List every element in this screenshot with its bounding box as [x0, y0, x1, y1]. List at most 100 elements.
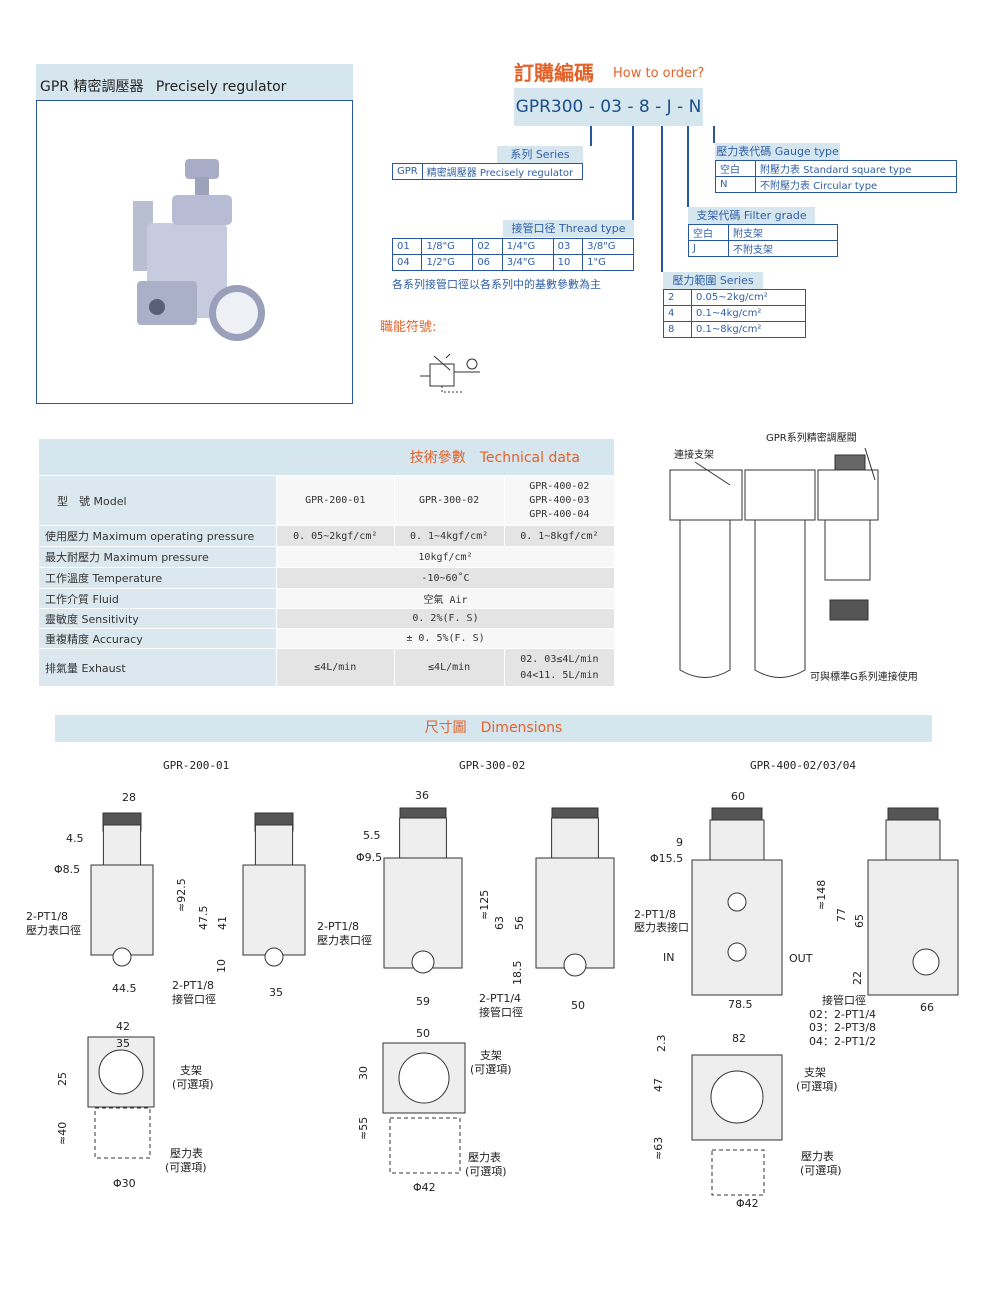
product-title-bar: GPR 精密調壓器 Precisely regulator: [36, 64, 353, 100]
dimension-label: 66: [920, 1001, 934, 1014]
model-value: GPR-300-02: [393, 475, 505, 526]
dimension-label: ≈125: [478, 889, 491, 920]
dimension-label: 56: [513, 916, 526, 930]
dimension-label: ≈92.5: [175, 878, 188, 912]
dimension-label: 接管口徑: [172, 993, 216, 1006]
spec-label: 最大耐壓力 Maximum pressure: [38, 546, 277, 568]
dimension-label: 82: [732, 1032, 746, 1045]
thread-size: 3/4"G: [501, 254, 554, 271]
body-drawing: [691, 859, 783, 996]
dimension-label: 44.5: [112, 982, 137, 995]
pressure-header: 壓力範圍 Series: [663, 272, 763, 289]
dimension-label: 41: [216, 916, 229, 930]
dimension-label: IN: [663, 951, 675, 964]
dimension-label: (可選項): [172, 1078, 214, 1091]
port-circle: [264, 947, 284, 967]
pressure-range: 0.1~8kg/cm²: [691, 321, 806, 338]
series-header: 系列 Series: [497, 146, 583, 163]
drawing-title: GPR-400-02/03/04: [750, 759, 856, 772]
model-value: GPR-200-01: [276, 475, 395, 526]
body-drawing: [90, 864, 154, 956]
port-circle: [727, 892, 747, 912]
dimension-label: 2-PT1/8: [317, 920, 360, 933]
drawing-title: GPR-200-01: [163, 759, 230, 772]
model-value: GPR-400-02 GPR-400-03 GPR-400-04: [503, 475, 616, 526]
bonnet-drawing: [551, 817, 599, 859]
dimension-label: (可選項): [800, 1164, 842, 1177]
spec-value: 02. 03≤4L/min 04<11. 5L/min: [503, 648, 616, 687]
dimension-label: 77: [835, 908, 848, 922]
thread-code: 01: [391, 238, 423, 255]
spec-value: 0. 2%(F. S): [276, 608, 615, 629]
port-circle: [411, 950, 435, 974]
dimension-label: 60: [731, 790, 745, 803]
dimension-label: 支架: [180, 1064, 202, 1077]
frl-bracket-label: 連接支架: [674, 450, 714, 461]
thread-header: 接管口径 Thread type: [503, 220, 634, 237]
tech-title-cn: 技術參數: [409, 450, 466, 466]
dimension-label: 壓力表: [468, 1151, 501, 1164]
dimension-label: 78.5: [728, 998, 753, 1011]
spec-value: ± 0. 5%(F. S): [276, 628, 615, 649]
dimension-label: 接管口徑: [479, 1006, 523, 1019]
gauge-circle: [710, 1070, 764, 1124]
dimension-label: 4.5: [66, 832, 84, 845]
dimension-label: 47: [652, 1078, 665, 1092]
dimension-label: Φ42: [413, 1181, 436, 1194]
tech-title-en: Technical data: [479, 450, 580, 466]
dimension-label: (可選項): [465, 1165, 507, 1178]
gauge-header: 壓力表代碼 Gauge type: [715, 143, 840, 160]
thread-code: 06: [472, 254, 503, 271]
dimension-label: (可選項): [165, 1161, 207, 1174]
spec-value: ≤4L/min: [393, 648, 505, 687]
spec-label: 使用壓力 Maximum operating pressure: [38, 525, 277, 547]
dimension-label: 47.5: [197, 905, 210, 931]
spec-label: 排氣量 Exhaust: [38, 648, 277, 687]
dimension-label: 9: [676, 836, 683, 849]
dimension-label: 2-PT1/8: [26, 910, 69, 923]
gauge-circle: [398, 1052, 450, 1104]
dimension-label: 35: [269, 986, 283, 999]
dimension-label: ≈63: [652, 1136, 665, 1160]
dimension-label: 壓力表: [170, 1147, 203, 1160]
frl-note: 可與標準G系列連接使用: [810, 672, 918, 683]
dimension-label: 2.3: [655, 1034, 668, 1053]
spec-value: -10~60˚C: [276, 567, 615, 589]
spec-value: 空氣 Air: [276, 588, 615, 609]
dimension-label: 5.5: [363, 829, 381, 842]
dimension-label: (可選項): [470, 1063, 512, 1076]
dimension-label: 接管口徑: [822, 994, 866, 1007]
gauge-circle: [98, 1049, 144, 1095]
spec-value: ≤4L/min: [276, 648, 395, 687]
body-drawing: [383, 857, 463, 969]
dimension-label: 2-PT1/4: [479, 992, 522, 1005]
dimension-label: 28: [122, 791, 136, 804]
regulator-photo: [133, 159, 265, 341]
dimension-label: OUT: [789, 952, 813, 965]
dimension-label: 25: [56, 1072, 69, 1086]
symbol-label: 職能符號:: [380, 320, 437, 335]
gauge-outline: [389, 1117, 461, 1174]
dimension-label: 50: [571, 999, 585, 1012]
gauge-desc: 不附壓力表 Circular type: [755, 176, 957, 193]
port-circle: [112, 947, 132, 967]
dimension-label: ≈40: [56, 1121, 69, 1145]
model-label: 型 號 Model: [38, 475, 277, 526]
series-code: GPR: [392, 163, 423, 180]
dimension-label: 壓力表口徑: [317, 934, 372, 947]
product-photo-frame: [36, 100, 353, 404]
bonnet-drawing: [885, 819, 941, 861]
spec-value: 0. 1~4kgf/cm²: [393, 525, 505, 547]
filter-header: 支架代碼 Filter grade: [688, 207, 815, 224]
dimension-label: 65: [853, 914, 866, 928]
dimension-label: 04：2-PT1/2: [809, 1035, 877, 1048]
dimension-label: 02：2-PT1/4: [809, 1008, 877, 1021]
thread-note: 各系列接管口徑以各系列中的基數參數為主: [392, 278, 601, 291]
dimensions-header: 尺寸圖 Dimensions: [55, 715, 932, 742]
dimension-label: ≈148: [815, 879, 828, 910]
port-circle: [563, 953, 587, 977]
body-drawing: [535, 857, 615, 969]
gauge-outline: [94, 1107, 151, 1159]
